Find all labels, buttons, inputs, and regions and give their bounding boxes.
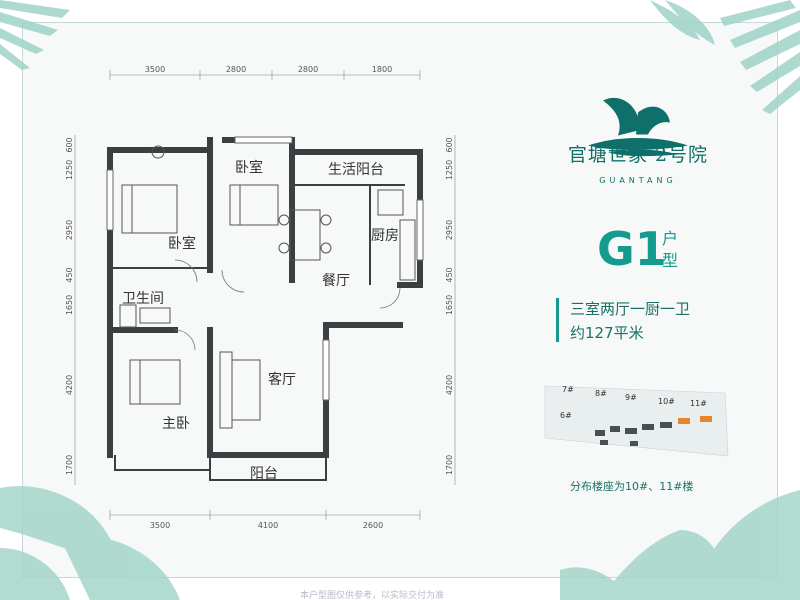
site-label-10: 10# bbox=[658, 397, 675, 406]
highlight-buildings bbox=[678, 416, 712, 424]
dim-left-3: 2950 bbox=[65, 220, 74, 240]
room-bedroom-2: 卧室 bbox=[235, 159, 263, 176]
dim-bottom-3: 2600 bbox=[363, 521, 383, 530]
dim-right-6: 4200 bbox=[445, 375, 454, 395]
unit-suffix-1: 户 bbox=[662, 229, 679, 248]
room-kitchen: 厨房 bbox=[371, 228, 399, 244]
dim-left-2: 1250 bbox=[65, 160, 74, 180]
dim-top-2: 2800 bbox=[226, 65, 246, 74]
unit-suffix: 户 型 bbox=[662, 228, 680, 272]
unit-code: G1 bbox=[597, 222, 667, 276]
room-master-bedroom: 主卧 bbox=[162, 416, 190, 432]
brand-subtitle: GUANTANG bbox=[599, 176, 677, 185]
dim-bottom-2: 4100 bbox=[258, 521, 278, 530]
site-label-7: 7# bbox=[562, 385, 574, 394]
pegasus-logo-icon bbox=[588, 97, 688, 157]
dim-top-1: 3500 bbox=[145, 65, 165, 74]
palm-leaf-icon bbox=[0, 0, 70, 70]
dim-top-3: 2800 bbox=[298, 65, 318, 74]
dim-right-5: 1650 bbox=[445, 295, 454, 315]
interior-walls bbox=[110, 184, 405, 481]
room-balcony: 阳台 bbox=[250, 466, 278, 482]
dim-right-3: 2950 bbox=[445, 220, 454, 240]
dim-right-2: 1250 bbox=[445, 160, 454, 180]
dim-left-7: 1700 bbox=[65, 455, 74, 475]
unit-layout: 三室两厅一厨一卫 bbox=[570, 300, 691, 318]
site-label-9: 9# bbox=[625, 393, 637, 402]
dim-top-4: 1800 bbox=[372, 65, 392, 74]
site-caption: 分布楼座为10#、11#楼 bbox=[570, 480, 694, 493]
unit-suffix-2: 型 bbox=[662, 251, 679, 270]
dim-left-6: 4200 bbox=[65, 375, 74, 395]
palm-leaf-icon bbox=[650, 0, 800, 114]
dim-right-1: 600 bbox=[445, 137, 454, 152]
room-bedroom-1: 卧室 bbox=[168, 235, 196, 252]
unit-area: 约127平米 bbox=[570, 324, 644, 342]
dim-left-5: 1650 bbox=[65, 295, 74, 315]
dim-left-4: 450 bbox=[65, 267, 74, 282]
room-living: 客厅 bbox=[268, 371, 296, 388]
monstera-leaf-icon bbox=[560, 490, 800, 600]
monstera-leaf-icon bbox=[0, 486, 180, 600]
site-map: 7# 8# 9# 10# 11# 6# bbox=[544, 385, 729, 457]
footer-note: 本户型图仅供参考，以实际交付为准 bbox=[300, 591, 445, 600]
dim-bottom-1: 3500 bbox=[150, 521, 170, 530]
dim-right-7: 1700 bbox=[445, 455, 454, 475]
site-label-11: 11# bbox=[690, 399, 707, 408]
floor-plan: 3500 2800 2800 1800 3500 4100 2600 600 1… bbox=[65, 65, 456, 530]
site-label-8: 8# bbox=[595, 389, 607, 398]
furniture bbox=[119, 145, 416, 429]
dim-left-1: 600 bbox=[65, 137, 74, 152]
accent-bar bbox=[556, 298, 559, 342]
dim-right-4: 450 bbox=[445, 267, 454, 282]
brand-name: 官塘世家·2号院 bbox=[567, 144, 709, 166]
room-utility-balcony: 生活阳台 bbox=[328, 162, 384, 178]
site-label-6: 6# bbox=[560, 411, 572, 420]
room-dining: 餐厅 bbox=[322, 273, 350, 289]
room-bathroom: 卫生间 bbox=[122, 291, 164, 307]
